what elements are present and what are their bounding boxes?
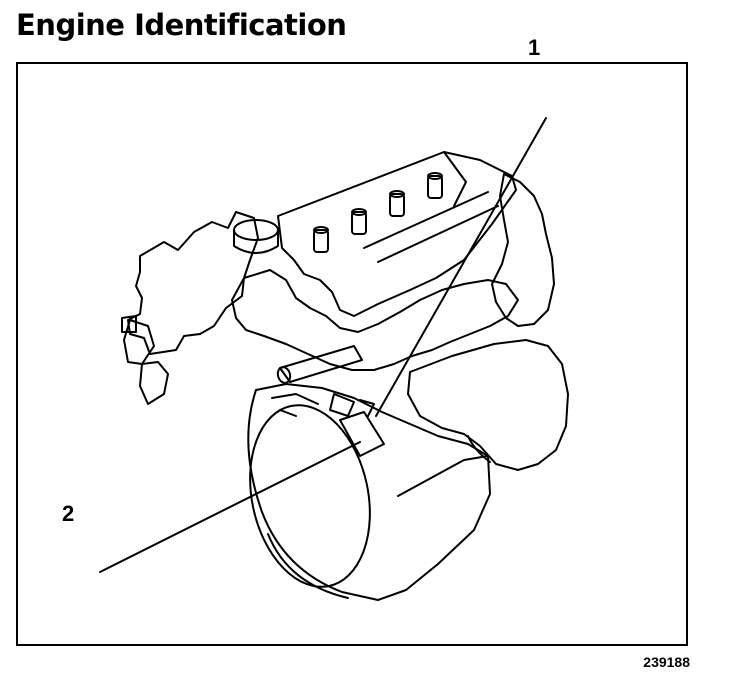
lower-bracket	[139, 361, 169, 405]
valve-cover	[277, 151, 517, 317]
engine-block-side	[407, 339, 569, 471]
intake-manifold	[231, 269, 519, 371]
callout-label-1: 1	[528, 35, 541, 60]
engine-left-housing	[127, 211, 259, 355]
engine-illustration-frame	[16, 62, 688, 646]
timing-cover	[491, 173, 555, 327]
leader-line-2	[99, 441, 361, 573]
mount-tab	[121, 315, 137, 333]
page-title: Engine Identification	[16, 8, 347, 42]
bell-housing	[247, 383, 491, 601]
front-bracket	[123, 319, 155, 365]
figure-number: 239188	[643, 654, 690, 670]
callout-label-2: 2	[62, 501, 75, 526]
bell-housing-opening	[249, 404, 371, 588]
coolant-pipe	[276, 345, 363, 384]
leader-line-1	[375, 117, 547, 417]
ignition-posts	[313, 172, 443, 253]
engine-illustration	[99, 117, 569, 601]
oil-pan-edge	[397, 455, 489, 497]
engine-id-pad	[339, 411, 385, 457]
